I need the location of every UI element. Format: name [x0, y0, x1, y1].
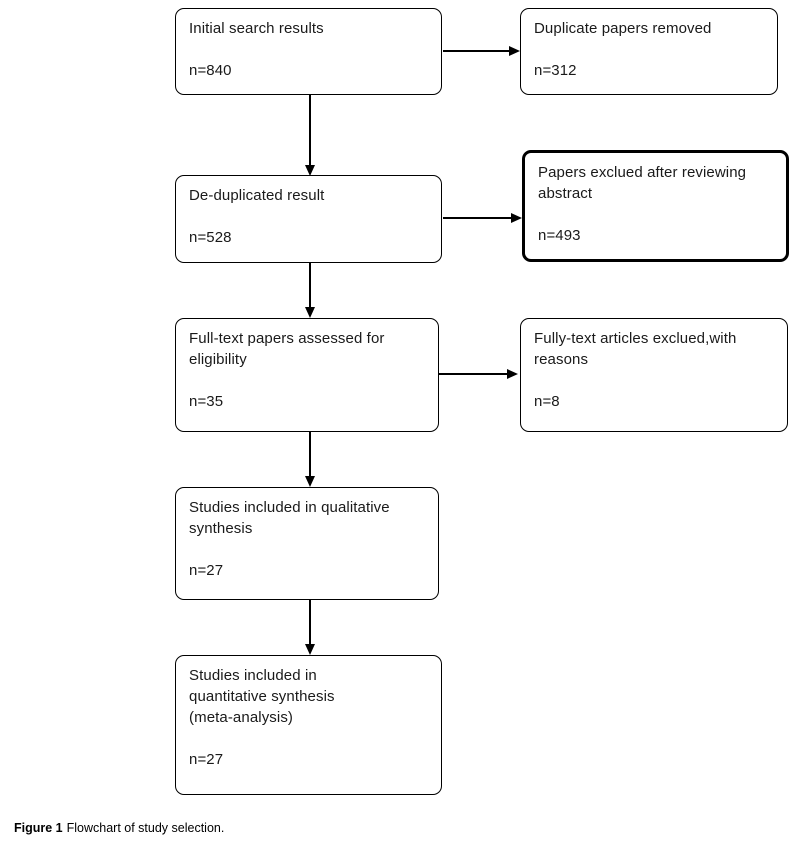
box-initial-search-results: Initial search results n=840	[175, 8, 442, 95]
arrowhead-initial-to-duplicates	[509, 46, 520, 56]
box-quantitative-synthesis: Studies included in quantitative synthes…	[175, 655, 442, 795]
arrowhead-dedup-to-fulltext	[305, 307, 315, 318]
box-count: n=27	[189, 751, 224, 768]
box-label: De-duplicated result	[189, 187, 325, 204]
box-label: Full-text papers assessed for eligibilit…	[189, 330, 385, 368]
box-duplicate-papers-removed: Duplicate papers removed n=312	[520, 8, 778, 95]
box-papers-excluded-after-abstract: Papers exclued after reviewing abstract …	[522, 150, 789, 262]
box-count: n=35	[189, 393, 224, 410]
box-count: n=493	[538, 227, 581, 244]
figure-caption-text: Flowchart of study selection.	[66, 821, 225, 835]
box-qualitative-synthesis: Studies included in qualitative synthesi…	[175, 487, 439, 600]
arrowhead-fulltext-to-qualitative	[305, 476, 315, 487]
arrowhead-dedup-to-abstract-excluded	[511, 213, 522, 223]
box-count: n=528	[189, 229, 232, 246]
box-label: Studies included in qualitative synthesi…	[189, 499, 390, 537]
arrowhead-qualitative-to-quantitative	[305, 644, 315, 655]
box-label: Duplicate papers removed	[534, 20, 712, 37]
box-label: Studies included in quantitative synthes…	[189, 667, 335, 726]
box-fulltext-assessed: Full-text papers assessed for eligibilit…	[175, 318, 439, 432]
box-fulltext-excluded: Fully-text articles exclued,with reasons…	[520, 318, 788, 432]
box-label: Initial search results	[189, 20, 324, 37]
box-count: n=840	[189, 62, 232, 79]
box-count: n=312	[534, 62, 577, 79]
box-count: n=8	[534, 393, 560, 410]
arrowhead-fulltext-to-fulltext-excluded	[507, 369, 518, 379]
box-de-duplicated-result: De-duplicated result n=528	[175, 175, 442, 263]
box-label: Fully-text articles exclued,with reasons	[534, 330, 737, 368]
figure-caption-label: Figure 1	[14, 821, 63, 835]
box-label: Papers exclued after reviewing abstract	[538, 164, 747, 202]
box-count: n=27	[189, 562, 224, 579]
